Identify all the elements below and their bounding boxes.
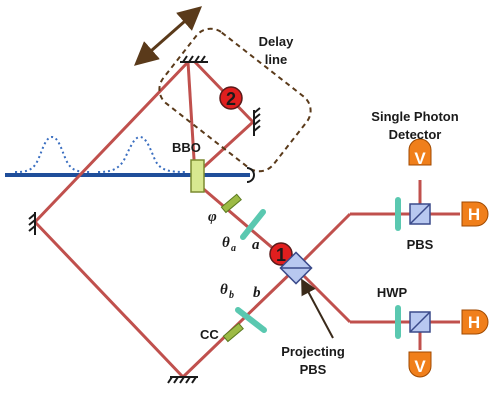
marker-2 bbox=[219, 86, 243, 110]
hwp-theta-b bbox=[235, 307, 267, 333]
marker-1 bbox=[269, 242, 293, 266]
detector-upper-h: H bbox=[461, 201, 489, 227]
pulse-left bbox=[14, 135, 91, 173]
projecting-label-1: Projecting bbox=[281, 344, 345, 359]
projecting-label-2: PBS bbox=[300, 362, 327, 377]
pbs-upper bbox=[409, 203, 431, 225]
mirror-left bbox=[28, 212, 36, 235]
phase-plate-phi bbox=[220, 193, 242, 214]
bbo-crystal bbox=[190, 159, 205, 193]
bbo-label: BBO bbox=[172, 140, 201, 155]
beam-dump bbox=[246, 167, 255, 183]
path-a-label: a bbox=[252, 237, 260, 253]
detector-upper-h-label: H bbox=[468, 205, 480, 224]
phi-label: φ bbox=[208, 209, 217, 225]
marker-2-label: 2 bbox=[226, 89, 236, 109]
projecting-pbs bbox=[279, 251, 313, 285]
delay-arrow bbox=[133, 6, 203, 66]
detector-lower-h: H bbox=[461, 309, 489, 335]
detector-upper-v: V bbox=[408, 138, 432, 168]
mirror-bottom bbox=[167, 376, 198, 384]
detector-lower-v: V bbox=[408, 351, 432, 378]
theta-a-label: θ bbox=[222, 235, 230, 251]
theta-b-label: θ bbox=[220, 282, 228, 298]
single-photon-label-1: Single Photon bbox=[371, 109, 458, 124]
cc-label: CC bbox=[200, 327, 219, 342]
marker-1-label: 1 bbox=[276, 245, 286, 265]
detector-lower-h-label: H bbox=[468, 313, 480, 332]
delay-line-label-1: Delay bbox=[259, 34, 294, 49]
theta-a-subscript: a bbox=[231, 243, 236, 254]
path-b-label: b bbox=[253, 285, 261, 301]
projecting-pbs-pointer bbox=[301, 278, 334, 339]
delay-line-label-2: line bbox=[265, 52, 287, 67]
theta-b-subscript: b bbox=[229, 290, 234, 301]
detector-lower-v-label: V bbox=[414, 357, 426, 376]
mirror-delay-right bbox=[253, 107, 261, 136]
pbs-label: PBS bbox=[407, 237, 434, 252]
pulse-right bbox=[97, 135, 186, 173]
pbs-lower bbox=[409, 311, 431, 333]
detector-upper-v-label: V bbox=[414, 149, 426, 168]
mirror-delay-top bbox=[180, 55, 208, 63]
compensator-cc bbox=[222, 322, 244, 343]
single-photon-label-2: Detector bbox=[389, 127, 442, 142]
hwp-theta-a bbox=[240, 209, 266, 240]
hwp-label: HWP bbox=[377, 285, 408, 300]
